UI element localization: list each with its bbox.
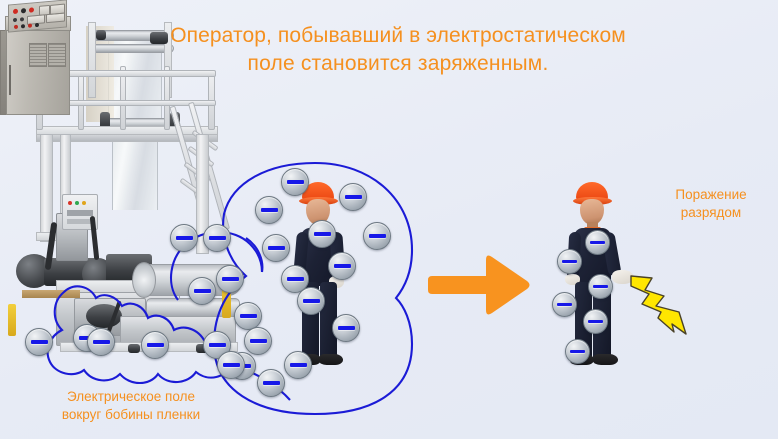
charge-badge-field (257, 369, 285, 397)
charge-badge-machine (188, 277, 216, 305)
charge-badge-operator (557, 249, 582, 274)
charge-badge-field (284, 351, 312, 379)
left-caption-line-2: вокруг бобины пленки (61, 407, 201, 422)
charge-badge-machine (170, 224, 198, 252)
right-caption-line-2: разрядом (680, 205, 742, 220)
charge-badge-operator (585, 230, 610, 255)
charge-badge-field (255, 196, 283, 224)
charge-badge-field (234, 302, 262, 330)
charge-badge-field (297, 287, 325, 315)
charge-badge-field (244, 327, 272, 355)
charge-badge-operator (552, 292, 577, 317)
orange-right-arrow-icon (428, 252, 532, 318)
charge-badge-field (262, 234, 290, 262)
charge-badge-field (332, 314, 360, 342)
control-cabinet-image (0, 0, 78, 115)
charge-badge-field (339, 183, 367, 211)
charge-badge-machine (87, 328, 115, 356)
page-title: Оператор, побывавший в электростатическо… (168, 22, 628, 78)
title-line-2: поле становится заряженным. (247, 52, 549, 75)
charge-badge-machine (141, 331, 169, 359)
right-caption: Поражение разрядом (655, 186, 767, 222)
charge-badge-field (281, 168, 309, 196)
charge-badge-machine (25, 328, 53, 356)
cabinet-control-face (8, 0, 67, 33)
charge-badge-machine (203, 224, 231, 252)
title-line-1: Оператор, побывавший в электростатическо… (170, 24, 626, 47)
right-caption-line-1: Поражение (675, 187, 747, 202)
charge-badge-field (363, 222, 391, 250)
lightning-bolt-icon (628, 272, 700, 340)
charge-badge-operator (588, 274, 613, 299)
charge-badge-field (217, 351, 245, 379)
charge-badge-operator (583, 309, 608, 334)
charge-badge-field (216, 265, 244, 293)
charge-badge-operator (565, 339, 590, 364)
cabinet-body (6, 26, 70, 115)
charge-badge-field (308, 220, 336, 248)
left-caption-line-1: Электрическое поле (67, 389, 195, 404)
charge-badge-field (328, 252, 356, 280)
left-caption: Электрическое поле вокруг бобины пленки (36, 388, 226, 424)
